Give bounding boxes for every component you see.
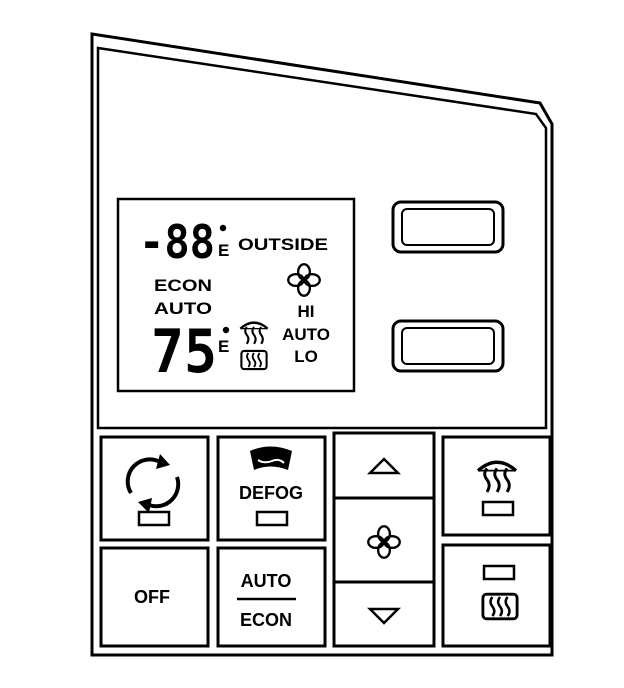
fan-auto-label: AUTO xyxy=(282,325,330,344)
outside-label: OUTSIDE xyxy=(238,235,328,254)
rear-defrost-button[interactable] xyxy=(441,543,552,648)
front-defrost-led xyxy=(481,500,515,517)
temp-up-button[interactable] xyxy=(332,431,436,500)
off-label: OFF xyxy=(134,587,170,607)
auto-indicator: AUTO xyxy=(154,299,212,318)
outside-unit: E xyxy=(218,241,229,260)
upper-rocker-button[interactable] xyxy=(391,200,505,254)
recirculation-button[interactable] xyxy=(99,435,210,542)
off-button[interactable]: OFF xyxy=(99,546,210,648)
panel-face xyxy=(96,46,548,430)
lcd-display xyxy=(116,197,356,393)
lower-rocker-button[interactable] xyxy=(391,319,505,373)
front-defrost-button[interactable] xyxy=(441,435,552,537)
fan-icon xyxy=(367,525,401,559)
defog-led xyxy=(255,510,289,527)
front-defrost-indicator-icon xyxy=(239,321,269,345)
triangle-down-icon xyxy=(366,607,402,625)
auto-label: AUTO xyxy=(241,571,292,591)
degree-dot-2 xyxy=(222,326,230,334)
recirculation-led xyxy=(137,510,171,527)
degree-dot xyxy=(219,224,227,232)
set-temp-unit: E xyxy=(218,337,229,356)
outside-temp-readout: -88 xyxy=(139,215,215,269)
fan-hi-label: HI xyxy=(298,302,315,321)
set-temp-readout: 75 xyxy=(151,317,217,387)
defog-label: DEFOG xyxy=(239,483,303,503)
rear-defrost-led xyxy=(482,564,516,581)
front-defrost-icon xyxy=(476,460,518,493)
defog-button[interactable]: DEFOG xyxy=(216,435,327,542)
fan-indicator-icon xyxy=(287,263,321,297)
rear-defrost-icon xyxy=(481,592,519,621)
auto-econ-button[interactable]: AUTO ECON xyxy=(216,546,327,648)
fan-lo-label: LO xyxy=(294,347,318,366)
econ-label: ECON xyxy=(240,610,292,630)
econ-indicator: ECON xyxy=(154,276,212,295)
fan-button[interactable] xyxy=(332,496,436,584)
windshield-defog-icon xyxy=(250,446,292,470)
temp-down-button[interactable] xyxy=(332,580,436,648)
rear-defrost-indicator-icon xyxy=(240,349,268,371)
triangle-up-icon xyxy=(366,457,402,475)
recirculation-icon xyxy=(125,454,181,513)
panel-outer xyxy=(90,32,554,657)
